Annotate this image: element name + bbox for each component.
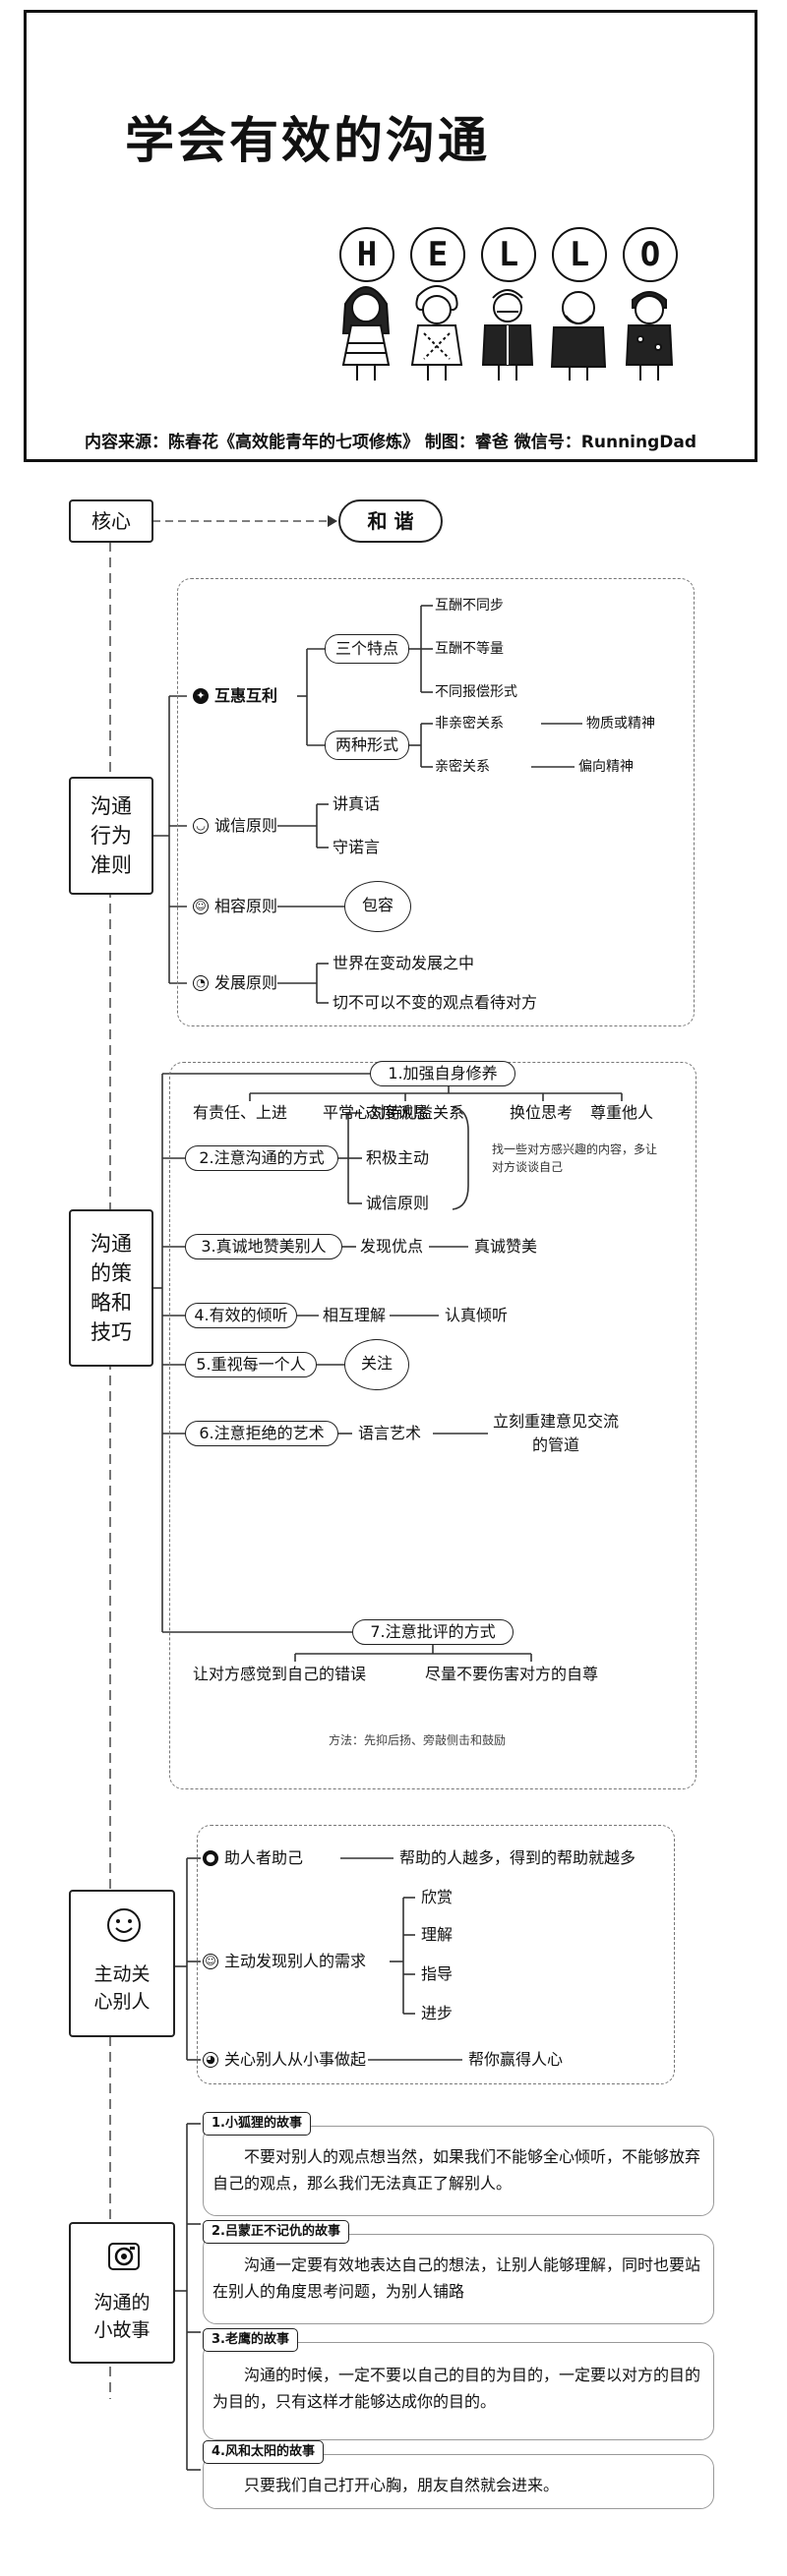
two-forms-node: 两种形式 — [325, 731, 409, 760]
emotion-icon: ◔ — [193, 975, 209, 991]
s1-item-2: 平常心对待利益关系 — [323, 1103, 465, 1122]
strategies-node: 沟通 的策 略和 技巧 — [69, 1209, 153, 1367]
form-item-1-value: 物质或精神 — [586, 716, 655, 732]
strategy-7-node: 7.注意批评的方式 — [352, 1619, 514, 1645]
s2-item-1: 态度诚恳 — [366, 1103, 430, 1122]
s5-end: 关注 — [344, 1339, 409, 1390]
care-label: 主动关 心别人 — [93, 1963, 151, 2013]
hello-letter-h: H — [339, 227, 394, 282]
form-item-2-value: 偏向精神 — [578, 759, 634, 775]
story-2-panel — [203, 2234, 714, 2324]
story-1-title: 1.小狐狸的故事 — [203, 2112, 311, 2136]
grandma-figure-icon — [410, 285, 463, 381]
hello-letter-e: E — [410, 227, 465, 282]
camera-icon — [108, 2243, 140, 2270]
s3-mid: 发现优点 — [360, 1237, 424, 1256]
care-b-item-4: 进步 — [421, 2004, 454, 2022]
principles-node: 沟通 行为 准则 — [69, 777, 153, 895]
story-1-text: 不要对别人的观点想当然，如果我们不能够全心倾听，不能够放弃自己的观点，那么我们无… — [212, 2147, 701, 2193]
hello-letter-o: O — [623, 227, 678, 282]
face-icon: ☺ — [193, 899, 209, 914]
page-title: 学会有效的沟通 — [125, 112, 490, 169]
core-node: 核心 — [69, 499, 153, 543]
care-b-item-2: 理解 — [421, 1925, 454, 1944]
s7-item-1: 让对方感觉到自己的错误 — [193, 1665, 367, 1683]
story-4-title: 4.风和太阳的故事 — [203, 2440, 324, 2464]
story-2-text: 沟通一定要有效地表达自己的想法，让别人能够理解，同时也要站在别人的角度思考问题，… — [212, 2255, 701, 2301]
development-label: 发展原则 — [214, 973, 278, 992]
care-c-value: 帮你赢得人心 — [468, 2050, 564, 2069]
feature-item-3: 不同报偿形式 — [435, 684, 517, 700]
s1-item-1: 有责任、上进 — [193, 1103, 288, 1122]
honesty-item-2: 守诺言 — [333, 838, 381, 856]
s1-item-3: 换位思考 — [510, 1103, 574, 1122]
s6-mid: 语言艺术 — [358, 1424, 422, 1442]
old-man-figure-icon — [550, 291, 607, 381]
harmony-node: 和 谐 — [338, 499, 443, 543]
s4-mid: 相互理解 — [323, 1306, 387, 1324]
s6-end: 立刻重建意见交流的管道 — [492, 1412, 619, 1454]
strategy-3-node: 3.真诚地赞美别人 — [185, 1234, 342, 1259]
story-3-panel — [203, 2342, 714, 2440]
development-item-2: 切不可以不变的观点看待对方 — [333, 993, 538, 1012]
strategy-2-node: 2.注意沟通的方式 — [185, 1145, 338, 1171]
strategy-4-node: 4.有效的倾听 — [185, 1303, 297, 1328]
story-1-panel — [203, 2126, 714, 2216]
smiley-face-icon — [107, 1908, 141, 1942]
form-item-2: 亲密关系 — [435, 759, 490, 775]
principles-panel — [177, 578, 695, 1026]
honesty-item-1: 讲真话 — [333, 794, 381, 813]
strategy-1-node: 1.加强自身修养 — [370, 1061, 515, 1086]
strategy-6-node: 6.注意拒绝的艺术 — [185, 1421, 338, 1446]
strategy-5-node: 5.重视每一个人 — [185, 1352, 317, 1377]
s7-method: 方法：先抑后扬、旁敲侧击和鼓励 — [329, 1733, 507, 1747]
story-4-text: 只要我们自己打开心胸，朋友自然就会进来。 — [244, 2476, 560, 2494]
emotion-icon-2: ◕ — [203, 2052, 218, 2068]
care-panel — [197, 1825, 675, 2084]
story-3-text: 沟通的时候，一定不要以自己的目的为目的，一定要以对方的目的为目的，只有这样才能够… — [212, 2366, 701, 2411]
stories-node: 沟通的 小故事 — [69, 2222, 175, 2364]
s2-note: 找一些对方感兴趣的内容，多让对方谈谈自己 — [492, 1142, 658, 1174]
person-icon: ● — [203, 1850, 218, 1866]
care-b-label: 主动发现别人的需求 — [224, 1952, 367, 1970]
smile-icon: ◡ — [193, 818, 209, 834]
feature-item-2: 互酬不等量 — [435, 641, 504, 657]
tolerance-label: 相容原则 — [214, 897, 278, 915]
development-item-1: 世界在变动发展之中 — [333, 954, 475, 972]
smile-icon-2: ☺ — [203, 1954, 218, 1969]
care-b-item-3: 指导 — [421, 1964, 454, 1983]
care-node: 主动关 心别人 — [69, 1890, 175, 2037]
header-card: 学会有效的沟通 H E L L O — [24, 10, 757, 462]
boy-figure-icon — [625, 291, 674, 381]
s7-item-2: 尽量不要伤害对方的自尊 — [425, 1665, 599, 1683]
source-credit: 内容来源：陈春花《高效能青年的七项修炼》 制图：睿爸 微信号：RunningDa… — [84, 433, 697, 452]
grandpa-figure-icon — [481, 289, 534, 381]
three-features-node: 三个特点 — [325, 634, 409, 664]
care-a-label: 助人者助己 — [224, 1848, 304, 1867]
s3-end: 真诚赞美 — [474, 1237, 538, 1256]
feature-item-1: 互酬不同步 — [435, 598, 504, 614]
story-3-title: 3.老鹰的故事 — [203, 2328, 298, 2352]
care-c-label: 关心别人从小事做起 — [224, 2050, 367, 2069]
hello-letter-l1: L — [481, 227, 536, 282]
story-2-title: 2.吕蒙正不记仇的故事 — [203, 2220, 349, 2244]
s4-end: 认真倾听 — [445, 1306, 509, 1324]
care-b-item-1: 欣赏 — [421, 1888, 454, 1906]
story-4-panel — [203, 2454, 714, 2509]
girl-figure-icon — [341, 286, 391, 381]
star-badge-icon: ✦ — [193, 688, 209, 704]
care-a-value: 帮助的人越多，得到的帮助就越多 — [399, 1848, 636, 1867]
s1-item-4: 尊重他人 — [590, 1103, 654, 1122]
honesty-label: 诚信原则 — [214, 816, 278, 835]
s2-item-2: 积极主动 — [366, 1148, 430, 1167]
mutual-benefit-label: 互惠互利 — [214, 686, 278, 705]
s2-item-3: 诚信原则 — [366, 1194, 430, 1212]
tolerance-value: 包容 — [344, 881, 411, 932]
form-item-1: 非亲密关系 — [435, 716, 504, 732]
stories-label: 沟通的 小故事 — [93, 2292, 151, 2341]
hello-letter-l2: L — [552, 227, 607, 282]
